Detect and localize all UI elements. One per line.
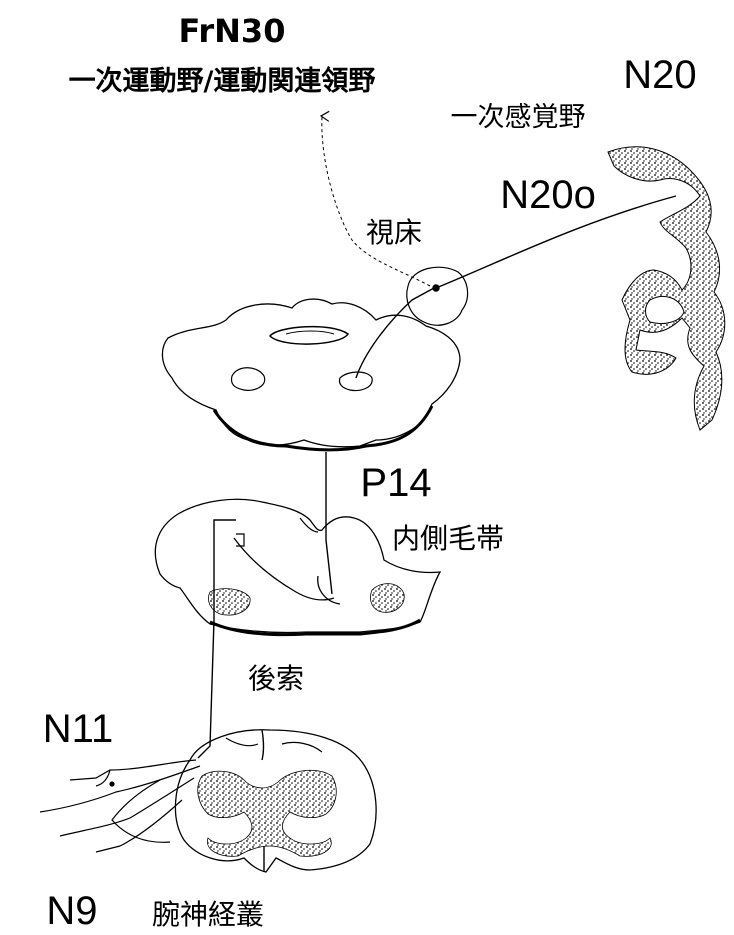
sensory-cortex	[608, 147, 725, 430]
n20o-label: N20o	[500, 173, 596, 217]
medial-lemniscus-label: 内側毛帯	[392, 522, 504, 555]
frn30-dashed-arrow	[322, 116, 430, 286]
olivary-nucleus	[370, 584, 404, 613]
thalamus-label: 視床	[366, 216, 422, 249]
p14-label: P14	[360, 461, 431, 505]
dorsal-column-fiber	[198, 620, 214, 758]
gracile-nucleus	[208, 589, 250, 615]
frn30-area-label: 一次運動野/運動関連領野	[69, 65, 376, 97]
brachial-plexus-nerves	[40, 760, 200, 852]
n9-label: N9	[46, 889, 97, 933]
brachial-plexus-label: 腕神経叢	[152, 898, 264, 931]
n20-label: N20	[623, 53, 696, 97]
n20-area-label: 一次感覚野	[451, 102, 586, 133]
thalamus-nucleus	[407, 267, 468, 325]
posterior-column-label: 後索	[248, 662, 304, 695]
cortex-grey-matter	[608, 147, 725, 430]
frn30-label: FrN30	[179, 12, 286, 50]
midbrain-section	[162, 299, 460, 450]
n11-label: N11	[43, 707, 113, 751]
medulla-section	[155, 499, 440, 634]
